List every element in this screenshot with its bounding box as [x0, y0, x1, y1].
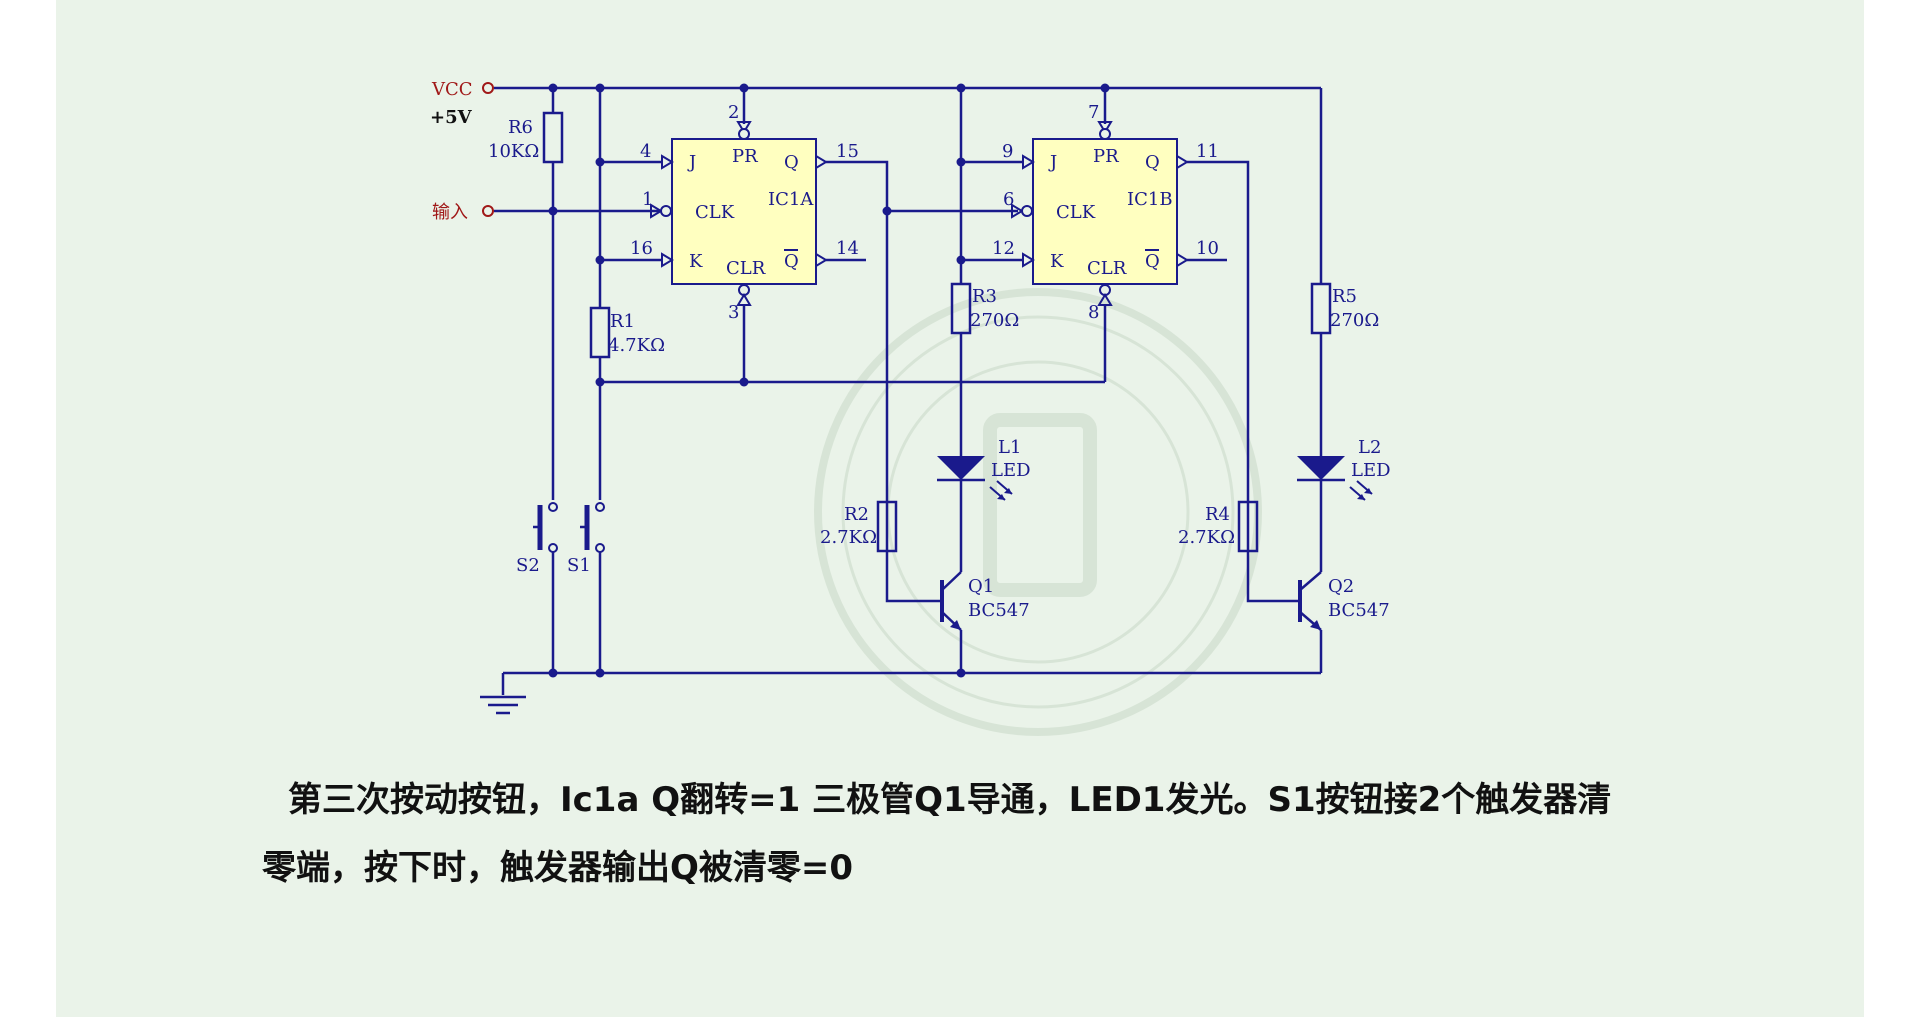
ic1a-pr-arrow: [736, 121, 752, 134]
ic1b-j-arrow: [1022, 154, 1035, 170]
r2-label: R2: [844, 504, 869, 525]
r4-resistor: [1237, 500, 1259, 553]
ic1a-pin-q: 15: [836, 141, 859, 162]
s1-pushbutton: [580, 502, 605, 673]
r1-value: 4.7KΩ: [608, 335, 665, 356]
ic1a-j-arrow: [661, 154, 674, 170]
r3-value: 270Ω: [970, 310, 1019, 331]
caption: 第三次按动按钮，Ic1a Q翻转=1 三极管Q1导通，LED1发光。S1按钮接2…: [262, 766, 1682, 902]
ic1a-qbar-label: Q: [784, 251, 799, 272]
ic1a-qbar-arrow: [815, 252, 828, 268]
r3-label: R3: [972, 286, 997, 307]
ic1b-pin-pr: 7: [1088, 102, 1099, 123]
ic1b-block: [1032, 138, 1178, 285]
r5-value: 270Ω: [1330, 310, 1379, 331]
vcc-terminal: [482, 82, 494, 94]
ic1a-clk-label: CLK: [695, 202, 735, 223]
ic1a-q-arrow: [815, 154, 828, 170]
ic1b-pin-j: 9: [1002, 141, 1013, 162]
ic1b-pin-k: 12: [992, 238, 1015, 259]
ic1b-pin-clk: 6: [1003, 189, 1014, 210]
ic1b-q-arrow: [1176, 154, 1189, 170]
ground-icon: [480, 673, 526, 715]
ic1a-k-label: K: [689, 251, 703, 272]
r3-resistor: [950, 282, 972, 335]
ic1a-clr-arrow: [736, 293, 752, 306]
ic1b-pin-clr: 8: [1088, 302, 1099, 323]
ic1a-block: [671, 138, 817, 285]
vcc-value-label: +5V: [430, 107, 473, 128]
ic1b-clk-label: CLK: [1056, 202, 1096, 223]
ic1b-clk-arrow: [1011, 203, 1024, 219]
q2-type: BC547: [1328, 600, 1390, 621]
ic1b-label: IC1B: [1127, 189, 1173, 210]
r6-resistor: [542, 111, 564, 164]
r2-resistor: [876, 500, 898, 553]
caption-line-1: 第三次按动按钮，Ic1a Q翻转=1 三极管Q1导通，LED1发光。S1按钮接2…: [288, 780, 1612, 820]
ic1b-j-label: J: [1048, 152, 1057, 173]
ic1b-q-wire: [1187, 160, 1300, 603]
ic1b-clk-bubble: [1021, 205, 1033, 217]
ic1a-q-wire: [826, 160, 942, 603]
q2-label: Q2: [1328, 576, 1354, 597]
l2-type: LED: [1351, 460, 1391, 481]
ic1b-k-arrow: [1022, 252, 1035, 268]
q1-label: Q1: [968, 576, 994, 597]
l1-type: LED: [991, 460, 1031, 481]
ic1b-k-label: K: [1050, 251, 1064, 272]
ic1b-clr-label: CLR: [1087, 258, 1127, 279]
s2-pushbutton: [533, 502, 558, 673]
input-label: 输入: [432, 202, 468, 223]
r6-value: 10KΩ: [488, 141, 539, 162]
r5-resistor: [1310, 282, 1332, 335]
ic1b-qbar-label: Q: [1145, 251, 1160, 272]
s1-label: S1: [567, 555, 591, 576]
ic1a-pin-j: 4: [640, 141, 651, 162]
ic1a-clk-bubble: [660, 205, 672, 217]
ic1b-pin-qbar: 10: [1196, 238, 1219, 259]
ic1b-pr-bubble: [1099, 128, 1111, 140]
r1-resistor: [589, 306, 611, 359]
ic1a-pin-pr: 2: [728, 102, 739, 123]
l1-label: L1: [998, 437, 1021, 458]
q1-type: BC547: [968, 600, 1030, 621]
r6-label: R6: [508, 117, 533, 138]
ic1a-pin-clr: 3: [728, 302, 739, 323]
l2-label: L2: [1358, 437, 1381, 458]
ic1a-clk-arrow: [650, 203, 663, 219]
ic1a-pr-label: PR: [732, 146, 758, 167]
r4-label: R4: [1205, 504, 1230, 525]
ic1b-q-label: Q: [1145, 152, 1160, 173]
r5-label: R5: [1332, 286, 1357, 307]
q1-transistor: [940, 571, 963, 673]
q2-transistor: [1298, 571, 1323, 673]
ic1a-k-arrow: [661, 252, 674, 268]
ic1b-clr-arrow: [1097, 293, 1113, 306]
r2-value: 2.7KΩ: [820, 527, 877, 548]
ic1a-clr-label: CLR: [726, 258, 766, 279]
ic1b-qbar-arrow: [1176, 252, 1189, 268]
ic1a-q-label: Q: [784, 152, 799, 173]
vcc-label: VCC: [431, 79, 473, 100]
r1-label: R1: [610, 311, 635, 332]
ic1b-pr-label: PR: [1093, 146, 1119, 167]
ic1a-label: IC1A: [768, 189, 814, 210]
ic1b-pin-q: 11: [1196, 141, 1219, 162]
ic1b-pr-arrow: [1097, 121, 1113, 134]
s2-label: S2: [516, 555, 540, 576]
junction-dots: [548, 83, 1110, 678]
ic1a-j-label: J: [687, 152, 696, 173]
ic1a-pin-k: 16: [630, 238, 653, 259]
input-terminal: [482, 205, 494, 217]
r4-value: 2.7KΩ: [1178, 527, 1235, 548]
ic1a-pr-bubble: [738, 128, 750, 140]
ic1a-pin-clk: 1: [642, 189, 653, 210]
ic1a-pin-qbar: 14: [836, 238, 859, 259]
caption-line-2: 零端，按下时，触发器输出Q被清零=0: [262, 848, 854, 888]
